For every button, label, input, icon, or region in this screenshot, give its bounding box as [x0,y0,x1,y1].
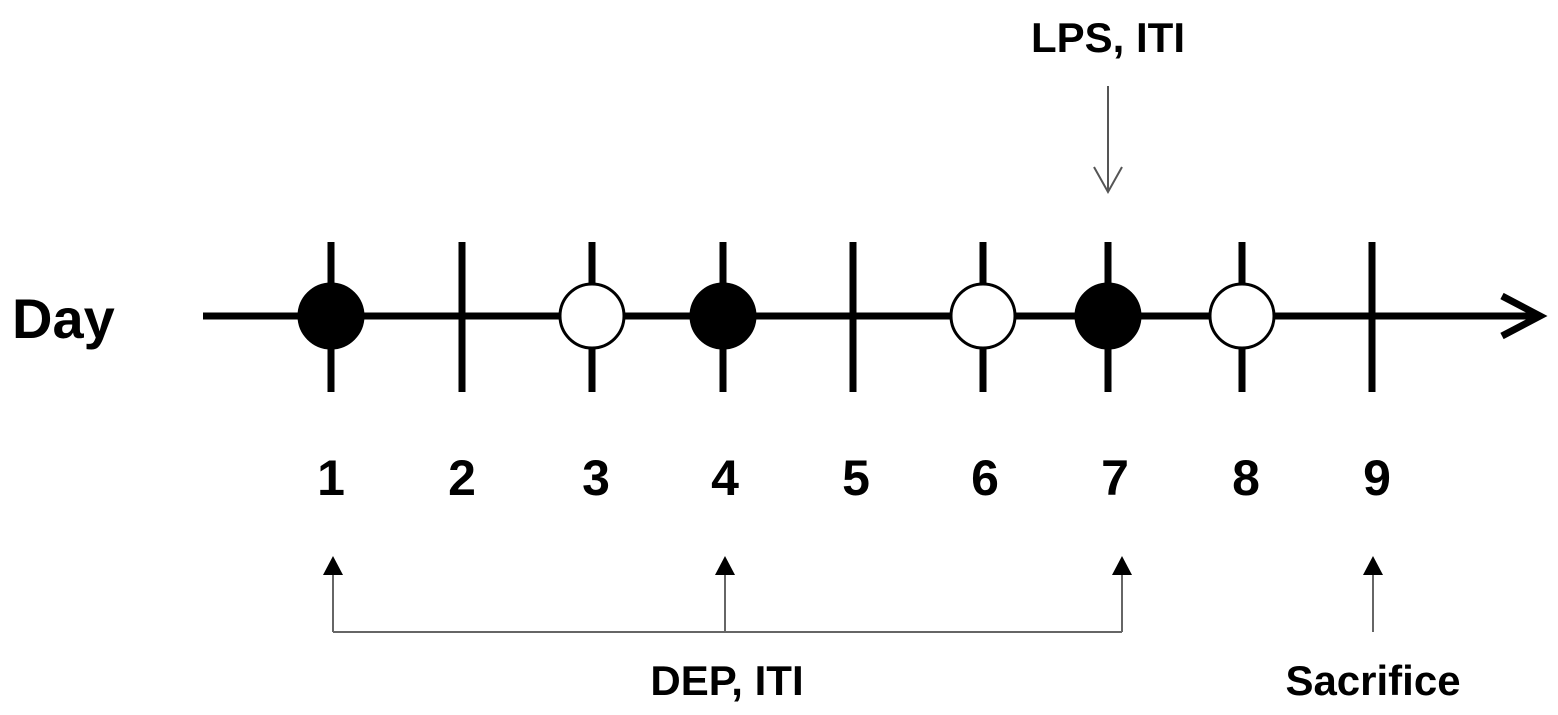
day-number-6: 6 [971,450,999,506]
dep-arrow-day-4-arrowhead-icon [715,556,735,575]
filled-marker-day-4 [689,282,757,350]
timeline-arrowhead-icon [1500,292,1548,340]
sacrifice-label: Sacrifice [1285,657,1460,704]
dep-iti-label: DEP, ITI [650,657,803,704]
dep-arrow-day-7-arrowhead-icon [1112,556,1132,575]
axis-label-day: Day [12,287,115,350]
open-marker-day-3 [558,282,626,350]
sacrifice-arrow [1363,556,1383,632]
filled-marker-day-7 [1074,282,1142,350]
day-number-2: 2 [448,450,476,506]
day-number-5: 5 [842,450,870,506]
day-number-7: 7 [1101,450,1129,506]
day-ticks-group: 1 2 3 4 5 6 7 8 9 [297,242,1391,506]
open-marker-day-8 [1208,282,1276,350]
lps-iti-label: LPS, ITI [1031,14,1185,61]
day-number-4: 4 [711,450,739,506]
sacrifice-arrow-arrowhead-icon [1363,556,1383,575]
day-number-8: 8 [1232,450,1260,506]
dep-iti-bracket [323,556,1132,633]
day-number-3: 3 [582,450,610,506]
filled-marker-day-1 [297,282,365,350]
dep-arrow-day-1-arrowhead-icon [323,556,343,575]
day-number-9: 9 [1363,450,1391,506]
lps-arrowhead-icon [1093,166,1123,195]
day-number-1: 1 [317,450,345,506]
open-marker-day-6 [949,282,1017,350]
